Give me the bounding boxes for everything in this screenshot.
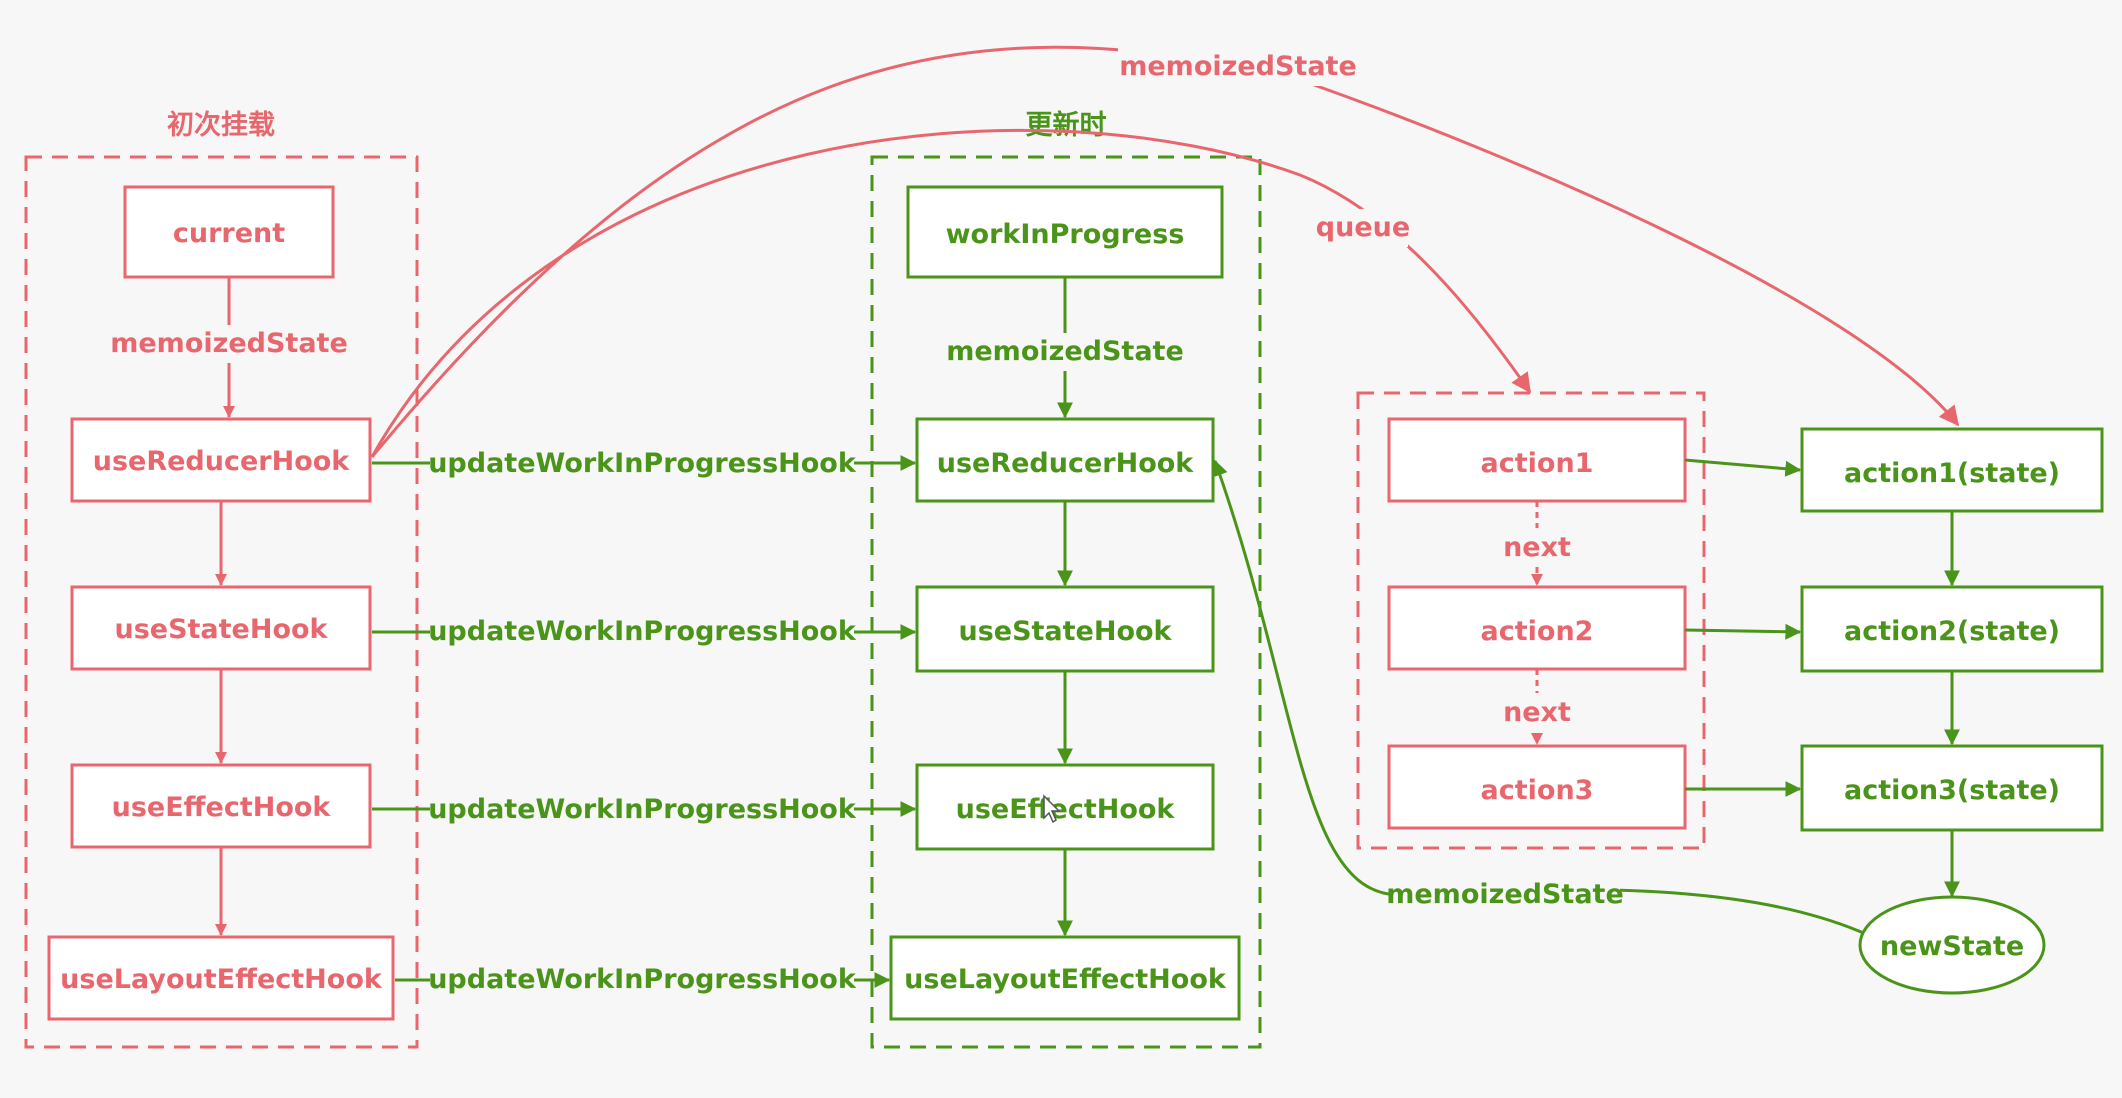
update-group-container xyxy=(870,155,1262,1049)
action1-to-result-arrow xyxy=(1684,458,1802,477)
next-label-1: next xyxy=(1503,532,1571,563)
action2-state-label: action2(state) xyxy=(1844,616,2060,647)
mouse-cursor-icon xyxy=(1043,794,1061,824)
mount-use-layout-effect-node xyxy=(47,935,395,1021)
wip-memoized-state-label: memoizedState xyxy=(946,336,1184,367)
return-memoized-state-label-bg xyxy=(1390,876,1620,914)
queue-group-container xyxy=(1356,391,1706,850)
mount-group-container xyxy=(24,155,419,1049)
action1-state-label: action1(state) xyxy=(1844,458,2060,489)
next-label-2: next xyxy=(1503,697,1571,728)
update-wip-label-1: updateWorkInProgressHook xyxy=(428,448,857,479)
update-group-label: 更新时 xyxy=(1026,109,1107,141)
action3-state-node xyxy=(1800,744,2104,832)
mount-use-reducer-node xyxy=(70,417,372,503)
mount-use-state-node xyxy=(70,585,372,671)
update-wip-label-4-bg xyxy=(430,961,854,999)
top-memoized-state-label-bg xyxy=(1118,48,1358,86)
update-wip-label-3-bg xyxy=(430,791,854,829)
action1-label: action1 xyxy=(1481,448,1594,479)
mount-use-state-label: useStateHook xyxy=(114,614,328,645)
action2-label: action2 xyxy=(1481,616,1594,647)
action2-to-result-arrow xyxy=(1684,623,1802,640)
action2-node xyxy=(1387,585,1687,671)
update-wip-label-3: updateWorkInProgressHook xyxy=(428,794,857,825)
wip-memoized-state-label-bg xyxy=(946,333,1184,371)
next-label-1-bg xyxy=(1497,528,1577,566)
current-node-label: current xyxy=(173,218,285,249)
queue-label-bg xyxy=(1318,209,1408,247)
update-use-effect-label: useEffectHook xyxy=(956,794,1176,825)
top-memoized-state-label: memoizedState xyxy=(1119,51,1357,82)
mount-use-reducer-label: useReducerHook xyxy=(93,446,351,477)
work-in-progress-node xyxy=(906,185,1224,279)
current-memoized-state-label-bg xyxy=(110,325,348,363)
next-label-2-bg xyxy=(1497,693,1577,731)
action1-state-node xyxy=(1800,427,2104,513)
update-use-layout-effect-label: useLayoutEffectHook xyxy=(904,964,1227,995)
queue-label: queue xyxy=(1316,212,1410,243)
action3-label: action3 xyxy=(1481,775,1594,806)
new-state-label: newState xyxy=(1880,931,2024,962)
action3-state-label: action3(state) xyxy=(1844,775,2060,806)
work-in-progress-label: workInProgress xyxy=(946,219,1185,250)
update-wip-label-2-bg xyxy=(430,613,854,651)
update-use-layout-effect-node xyxy=(889,935,1241,1021)
return-memoized-state-label: memoizedState xyxy=(1386,879,1624,910)
update-wip-label-1-bg xyxy=(430,445,854,483)
update-use-effect-node xyxy=(915,763,1215,851)
update-use-reducer-node xyxy=(915,417,1215,503)
update-wip-label-4: updateWorkInProgressHook xyxy=(428,964,857,995)
action2-state-node xyxy=(1800,585,2104,673)
action3-node xyxy=(1387,744,1687,830)
mount-use-effect-node xyxy=(70,763,372,849)
mount-use-effect-label: useEffectHook xyxy=(112,792,332,823)
update-use-reducer-label: useReducerHook xyxy=(937,448,1195,479)
update-use-state-label: useStateHook xyxy=(958,616,1172,647)
update-wip-label-2: updateWorkInProgressHook xyxy=(428,616,857,647)
current-memoized-state-label: memoizedState xyxy=(110,328,348,359)
mount-group-label: 初次挂载 xyxy=(167,110,275,141)
update-use-state-node xyxy=(915,585,1215,673)
queue-curve-to-actions xyxy=(370,128,1532,458)
new-state-node xyxy=(1858,895,2046,995)
action1-node xyxy=(1387,417,1687,503)
mount-use-layout-effect-label: useLayoutEffectHook xyxy=(60,964,383,995)
